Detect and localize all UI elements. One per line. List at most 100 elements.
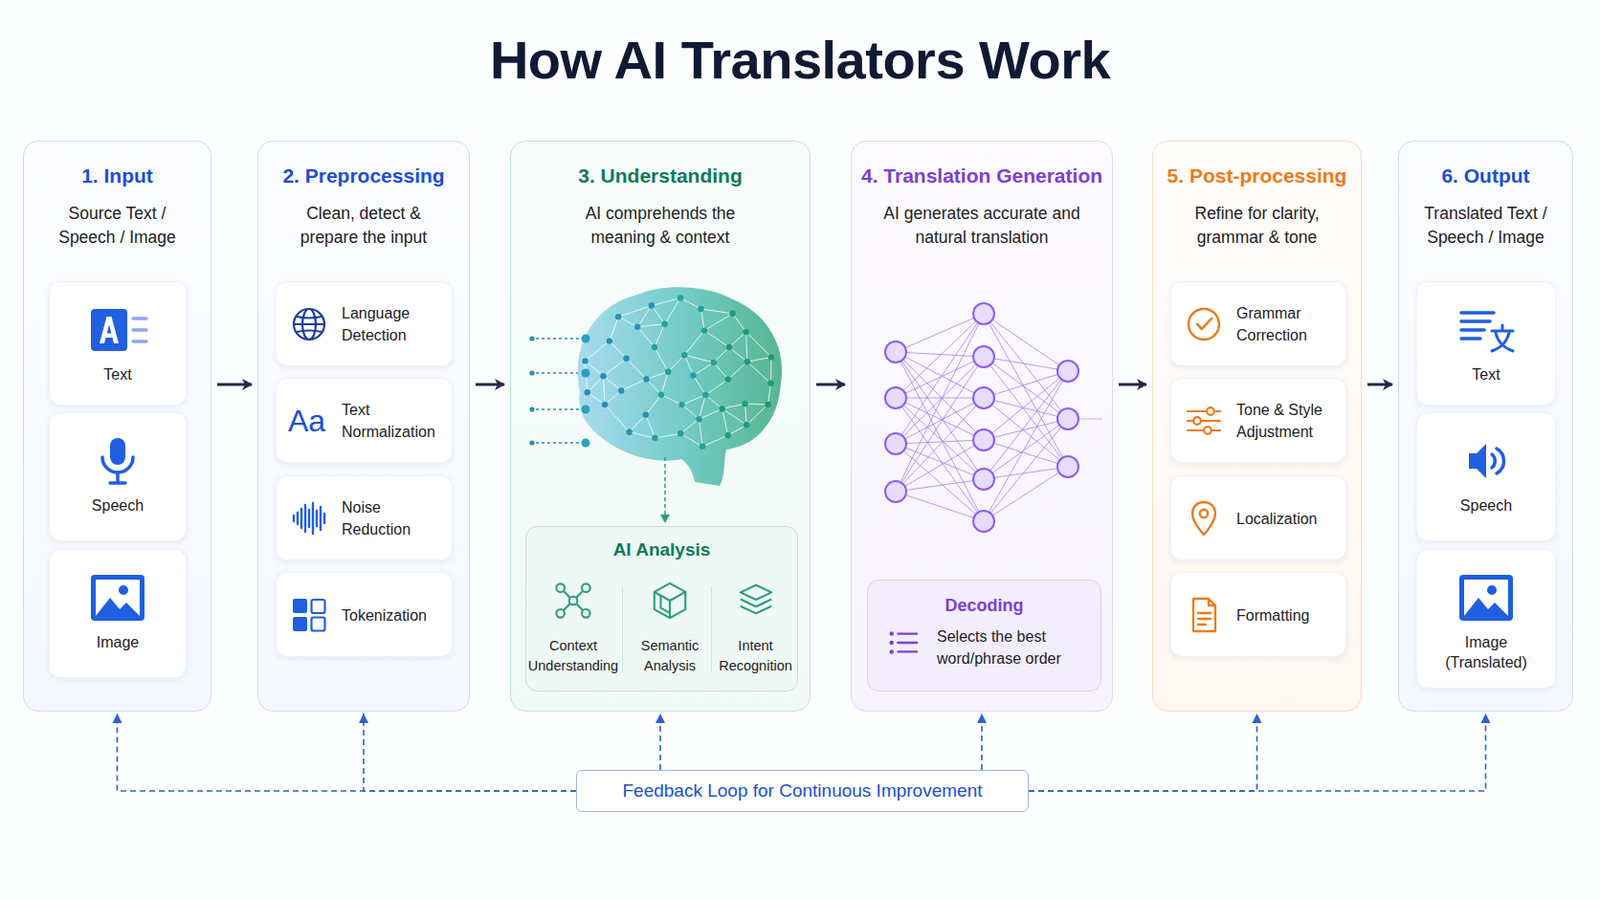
graphic-shape: [895, 352, 984, 522]
graphic-shape: [602, 358, 626, 377]
graphic-shape: [581, 439, 591, 448]
layers-icon: [735, 580, 777, 622]
graphic-shape: [895, 398, 984, 445]
graphic-shape: [745, 403, 748, 425]
graphic-shape: [973, 511, 995, 533]
graphic-shape: [1203, 426, 1212, 435]
graphic-shape: [529, 440, 534, 445]
graphic-shape: [983, 398, 1068, 467]
graphic-shape: [648, 302, 655, 309]
image-icon: [1455, 573, 1517, 623]
stage-heading: 6. Output: [1399, 164, 1573, 188]
feedback-line: [659, 713, 662, 771]
graphic-shape: [1193, 599, 1216, 632]
graphic-shape: [895, 398, 984, 480]
graphic-shape: [651, 306, 666, 325]
graphic-shape: [293, 316, 325, 333]
graphic-shape: [529, 406, 534, 412]
stage-heading: 1. Input: [23, 164, 211, 188]
graphic-shape: [600, 373, 606, 379]
graphic-shape: [678, 401, 685, 408]
graphic-shape: [726, 344, 733, 351]
graphic-shape: [888, 649, 894, 655]
graphic-shape: [746, 332, 748, 362]
tone-icon: [1184, 401, 1223, 441]
graphic-shape: [770, 356, 773, 383]
graphic-shape: [560, 588, 587, 615]
graphic-shape: [311, 600, 326, 614]
flow-arrow: [217, 383, 252, 387]
feedback-line: [117, 713, 578, 792]
graphic-shape: [634, 324, 641, 331]
stage-panel: 6. OutputTranslated Text / Speech / Imag…: [1398, 140, 1574, 712]
diagram-title: How AI Translators Work: [0, 28, 1600, 91]
graphic-shape: [983, 371, 1068, 480]
graphic-shape: [897, 634, 917, 653]
graphic-shape: [728, 361, 748, 379]
graphic-shape: [682, 395, 707, 405]
graphic-shape: [973, 303, 995, 325]
decoding-heading: Decoding: [867, 596, 1101, 617]
graphic-shape: [1487, 585, 1497, 596]
graphic-shape: [587, 376, 604, 393]
stage-description: Source Text / Speech / Image: [50, 201, 185, 250]
graphic-shape: [695, 416, 702, 423]
graphic-shape: [581, 369, 591, 378]
graphic-shape: [535, 442, 582, 445]
stage-panel: 5. Post-processingRefine for clarity, gr…: [1152, 140, 1362, 712]
graphic-shape: [646, 378, 663, 395]
graphic-shape: [661, 321, 667, 328]
graphic-shape: [722, 408, 729, 436]
graphic-shape: [110, 472, 126, 484]
graphic-shape: [983, 313, 1068, 467]
graphic-shape: [293, 503, 325, 534]
graphic-shape: [535, 372, 582, 375]
flow-arrow: [475, 383, 505, 387]
graphic-shape: [677, 294, 684, 301]
graphic-shape: [680, 433, 703, 447]
graphic-shape: [645, 395, 662, 416]
graphic-shape: [682, 404, 700, 420]
cube-icon: [649, 580, 690, 622]
graphic-shape: [95, 579, 140, 617]
analysis-heading: AI Analysis: [526, 539, 798, 561]
divider-line: [711, 586, 712, 673]
analysis-label: Semantic Analysis: [622, 636, 717, 677]
item-label: Text: [67, 364, 168, 385]
graphic-shape: [701, 309, 706, 332]
image-icon: [87, 573, 149, 623]
graphic-shape: [983, 371, 1068, 441]
graphic-shape: [693, 362, 714, 377]
graphic-shape: [601, 401, 608, 408]
graphic-shape: [646, 372, 669, 380]
step-label: Localization: [1236, 507, 1342, 530]
graphic-shape: [625, 429, 632, 436]
feedback-line: [363, 713, 577, 792]
graphic-shape: [618, 387, 624, 394]
graphic-shape: [895, 313, 984, 492]
graphic-shape: [888, 641, 894, 646]
graphic-shape: [618, 316, 638, 328]
graphic-shape: [713, 347, 730, 363]
graphic-shape: [602, 376, 622, 391]
graphic-shape: [661, 372, 668, 396]
graphic-shape: [729, 347, 748, 362]
step-card: Tokenization: [275, 572, 453, 658]
pin-icon: [1184, 499, 1223, 538]
step-label: Language Detection: [341, 302, 447, 347]
graphic-shape: [555, 609, 565, 619]
graphic-shape: [722, 403, 746, 409]
graphic-shape: [895, 352, 984, 441]
step-label: Noise Reduction: [341, 496, 447, 541]
graphic-shape: [585, 341, 610, 362]
graphic-shape: [702, 392, 709, 399]
globe-icon: [289, 305, 329, 344]
graphic-shape: [621, 378, 646, 391]
image-icon: [87, 573, 149, 623]
graphic-shape: [739, 585, 771, 615]
graphic-shape: [102, 457, 134, 473]
step-label: Tokenization: [341, 603, 447, 626]
mic-icon: [87, 436, 149, 487]
list-icon: [887, 626, 920, 660]
step-label: Grammar Correction: [1236, 302, 1342, 347]
